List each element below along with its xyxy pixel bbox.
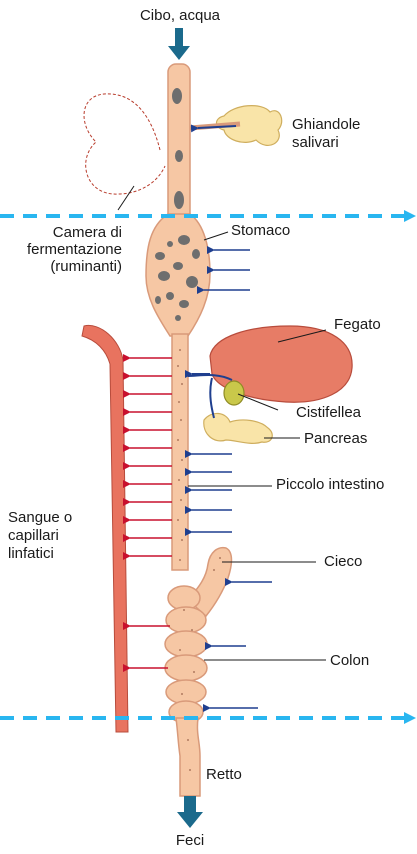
label-blood-1: Sangue o: [8, 509, 73, 526]
label-chamber-2: fermentazione: [26, 241, 122, 258]
dashed-separator-bottom-head: [404, 712, 416, 724]
label-blood-3: linfatici: [8, 545, 54, 562]
fermentation-chamber: [83, 93, 166, 195]
label-blood-2: capillari: [8, 527, 59, 544]
label-chamber-1: Camera di: [52, 224, 122, 241]
leader-lines: [117, 185, 327, 661]
dashed-separator-top-head: [404, 210, 416, 222]
salivary-duct-arrow: [190, 124, 237, 133]
label-gallbladder: Cistifellea: [296, 404, 362, 421]
small-intestine: [171, 333, 189, 571]
leader-liver: [277, 329, 327, 343]
input-arrow: [168, 28, 190, 60]
salivary-gland: [215, 105, 283, 146]
label-stomach: Stomaco: [231, 222, 291, 239]
label-salivary-2: salivari: [292, 134, 339, 151]
leader-stomach: [203, 231, 229, 241]
label-pancreas: Pancreas: [304, 430, 368, 447]
label-input: Cibo, acqua: [139, 7, 221, 24]
gallbladder: [223, 380, 245, 406]
label-small-intestine: Piccolo intestino: [276, 476, 385, 493]
label-cecum: Cieco: [324, 553, 363, 570]
label-liver: Fegato: [334, 316, 381, 333]
output-arrow: [177, 796, 203, 828]
food-particles: [155, 88, 200, 321]
intestinal-contents: [177, 349, 221, 771]
label-output: Feci: [175, 832, 205, 849]
secretion-arrows: [185, 246, 272, 712]
label-chamber-3: (ruminanti): [50, 258, 122, 275]
leader-chamber: [117, 185, 135, 211]
label-colon: Colon: [330, 652, 370, 669]
rectum: [175, 717, 201, 797]
colon: [164, 585, 208, 724]
label-rectum: Retto: [206, 766, 242, 783]
absorption-arrows: [123, 354, 172, 672]
liver: [209, 325, 353, 403]
label-salivary-1: Ghiandole: [292, 116, 361, 133]
leader-gallbladder: [237, 393, 279, 411]
blood-vessel: [81, 324, 129, 733]
